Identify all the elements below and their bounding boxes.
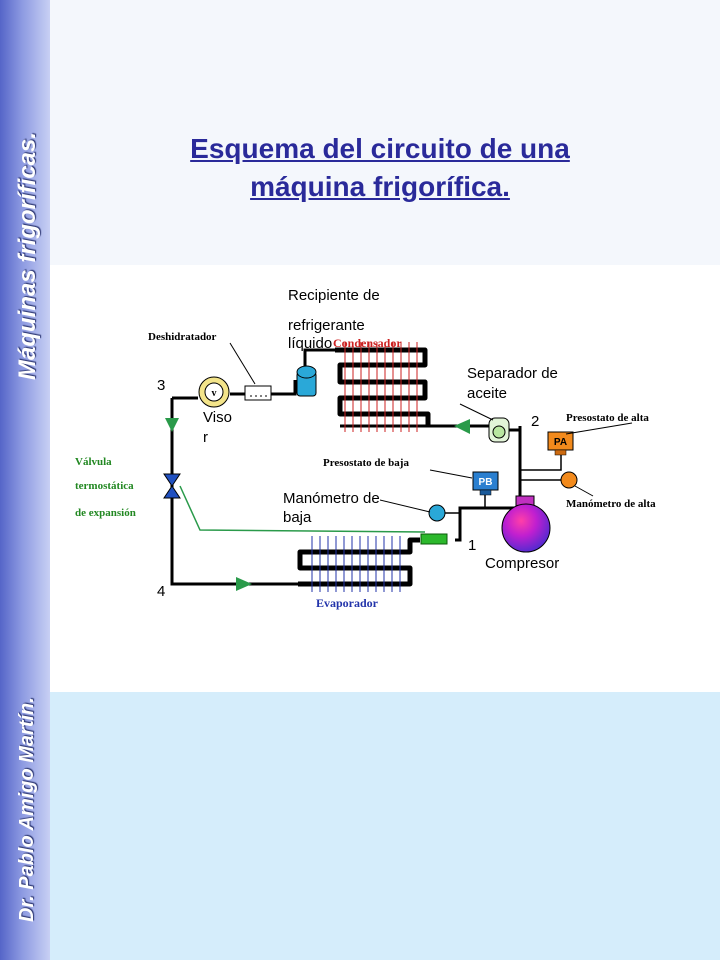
page-title-line2: máquina frigorífica. [250, 171, 510, 202]
point-2: 2 [531, 413, 539, 430]
circuit-pipes [170, 348, 522, 586]
pb-label: PB [479, 477, 493, 488]
separador-icon [488, 417, 510, 443]
sidebar: Máquinas frigoríficas. Dr. Pablo Amigo M… [0, 0, 50, 960]
expansion-valve-icon [163, 473, 181, 499]
label-presostato-baja: Presostato de baja [323, 457, 409, 469]
label-visor-2: r [203, 429, 208, 446]
visor-v-label: v [212, 388, 217, 399]
page-title-line1: Esquema del circuito de una [190, 133, 570, 164]
compresor-icon [501, 495, 551, 553]
label-valvula-3: de expansión [75, 507, 136, 519]
label-manometro-baja-2: baja [283, 509, 312, 526]
page-title: Esquema del circuito de una máquina frig… [100, 130, 660, 206]
label-recipiente-2: refrigerante [288, 317, 365, 334]
label-separador-2: aceite [467, 385, 507, 402]
pa-label: PA [554, 437, 567, 448]
label-deshidratador: Deshidratador [148, 331, 217, 343]
condensador-coil [335, 342, 431, 432]
label-recipiente-3: líquido [288, 335, 332, 352]
label-compresor: Compresor [485, 555, 559, 572]
label-recipiente-1: Recipiente de [288, 287, 380, 304]
manometro-baja-icon [428, 504, 446, 522]
label-presostato-alta: Presostato de alta [566, 412, 649, 424]
label-valvula-1: Válvula [75, 456, 112, 468]
label-evaporador: Evaporador [316, 596, 379, 610]
label-visor-1: Viso [203, 409, 232, 426]
leader-lines [229, 342, 633, 513]
flow-arrow-icon [454, 419, 470, 434]
visor-icon [198, 376, 230, 408]
manometro-alta-icon [560, 471, 578, 489]
bottom-band [50, 692, 720, 960]
bulb-icon [420, 533, 448, 545]
top-band [50, 0, 720, 265]
label-valvula-2: termostática [75, 480, 134, 492]
evaporador-coil [297, 536, 420, 592]
label-manometro-alta: Manómetro de alta [566, 498, 656, 510]
flow-arrow-icon [165, 418, 179, 432]
deshidratador-icon [244, 385, 272, 401]
recipiente-icon [296, 365, 317, 397]
point-1: 1 [468, 537, 476, 554]
label-separador-1: Separador de [467, 365, 558, 382]
flow-arrow-icon [236, 577, 252, 591]
label-manometro-baja-1: Manómetro de [283, 490, 380, 507]
bulb-capillary [179, 485, 426, 533]
point-4: 4 [157, 583, 165, 600]
label-condensador: Condensador [333, 336, 402, 350]
point-3: 3 [157, 377, 165, 394]
